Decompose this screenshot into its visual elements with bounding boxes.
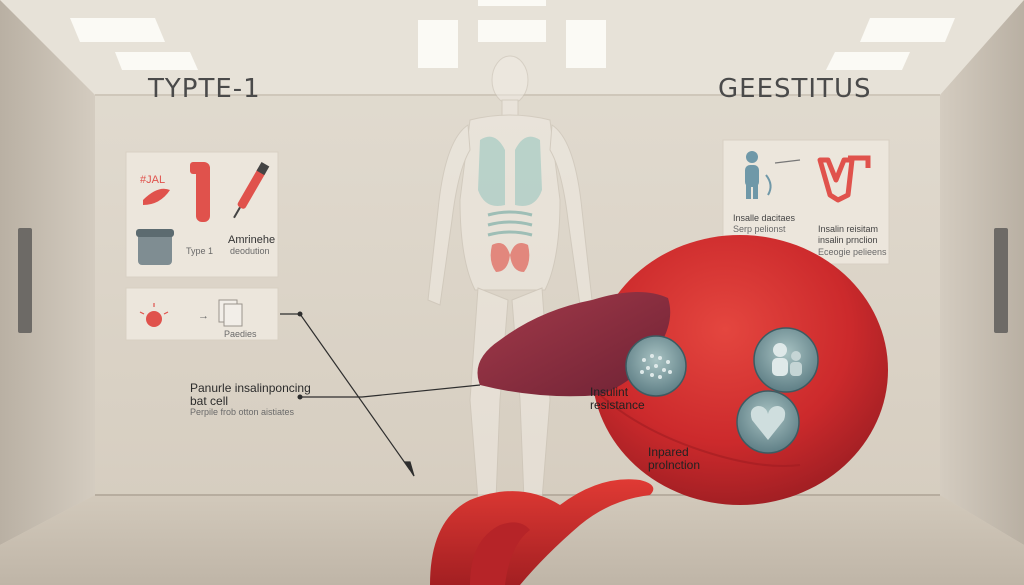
arrow-glyph: →: [198, 310, 209, 322]
ceiling-lights: [70, 0, 955, 70]
right-label-4: insalin prnclion: [818, 235, 878, 245]
right-label-5: Eceogie pelieens: [818, 247, 887, 257]
right-label-1: Insalle dacitaes: [733, 213, 796, 223]
resistance-label-1: Insulint: [590, 385, 629, 399]
left-wall: [0, 0, 95, 545]
left-panel-top: [125, 151, 279, 278]
pancreas-organ: [430, 235, 888, 585]
right-title: GEESTITUS: [718, 74, 872, 104]
ceiling: [0, 0, 1024, 95]
callout-line-2: bat cell: [190, 394, 229, 408]
heart-icon: [736, 390, 800, 454]
callout-line-3: Perpile frob otton aistiates: [190, 407, 295, 417]
right-label-3: Insalin reisitam: [818, 224, 879, 234]
paedies-label: Paedies: [224, 329, 257, 339]
resistance-label-2: resistance: [590, 398, 645, 412]
left-title: TYPTE-1: [148, 74, 261, 104]
impaired-label-1: Inpared: [648, 445, 689, 459]
impaired-label-2: prolnction: [648, 458, 701, 472]
dots-icon: [625, 335, 687, 397]
right-wall: [940, 0, 1024, 545]
panel-label-2: deodution: [230, 246, 270, 256]
people-icon: [753, 327, 819, 393]
left-panel-bottom: [125, 287, 279, 341]
panel-label-1: Amrinehe: [228, 234, 276, 246]
left-wall-fixture: [18, 228, 32, 333]
callout-line-1: Panurle insalinponcing: [190, 381, 311, 395]
right-wall-fixture: [994, 228, 1008, 333]
left-panel-glyph: #JAL: [140, 174, 166, 186]
type-label: Type 1: [186, 246, 214, 256]
human-organs: [478, 136, 542, 272]
right-label-2: Serp pelionst: [733, 224, 786, 234]
